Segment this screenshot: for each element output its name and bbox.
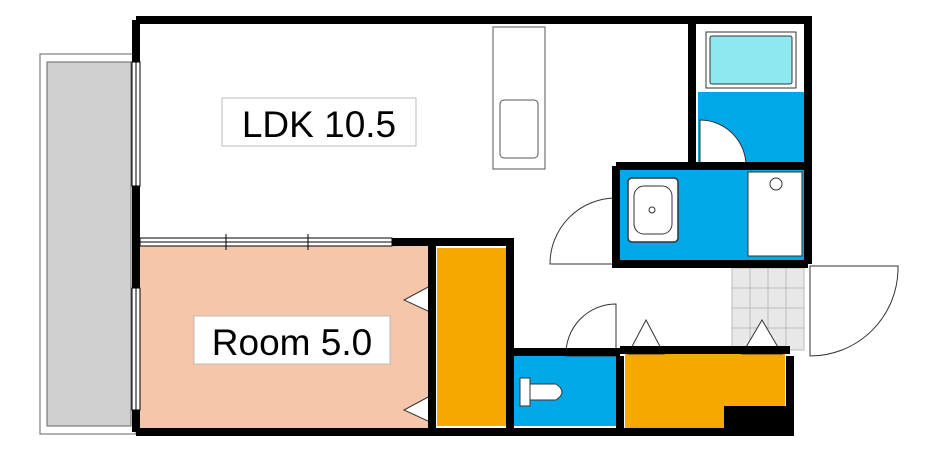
washbasin-icon xyxy=(627,177,679,243)
ldk-label-box: LDK 10.5 xyxy=(221,97,417,147)
door-swing-icons xyxy=(549,119,899,357)
ldk-label: LDK 10.5 xyxy=(242,104,396,145)
closet-door-icons xyxy=(402,285,783,423)
room-label-box: Room 5.0 xyxy=(193,315,391,365)
balcony xyxy=(39,53,137,435)
room-label: Room 5.0 xyxy=(212,322,372,363)
windows xyxy=(131,61,141,411)
sliding-partition xyxy=(139,234,393,250)
walls xyxy=(132,16,812,436)
room-closet xyxy=(437,248,507,426)
hall-closet xyxy=(625,354,785,430)
toilet-icon xyxy=(519,377,563,407)
washing-machine-icon xyxy=(747,171,803,257)
bathtub-icon xyxy=(705,31,797,89)
kitchen-counter-icon xyxy=(492,26,546,170)
